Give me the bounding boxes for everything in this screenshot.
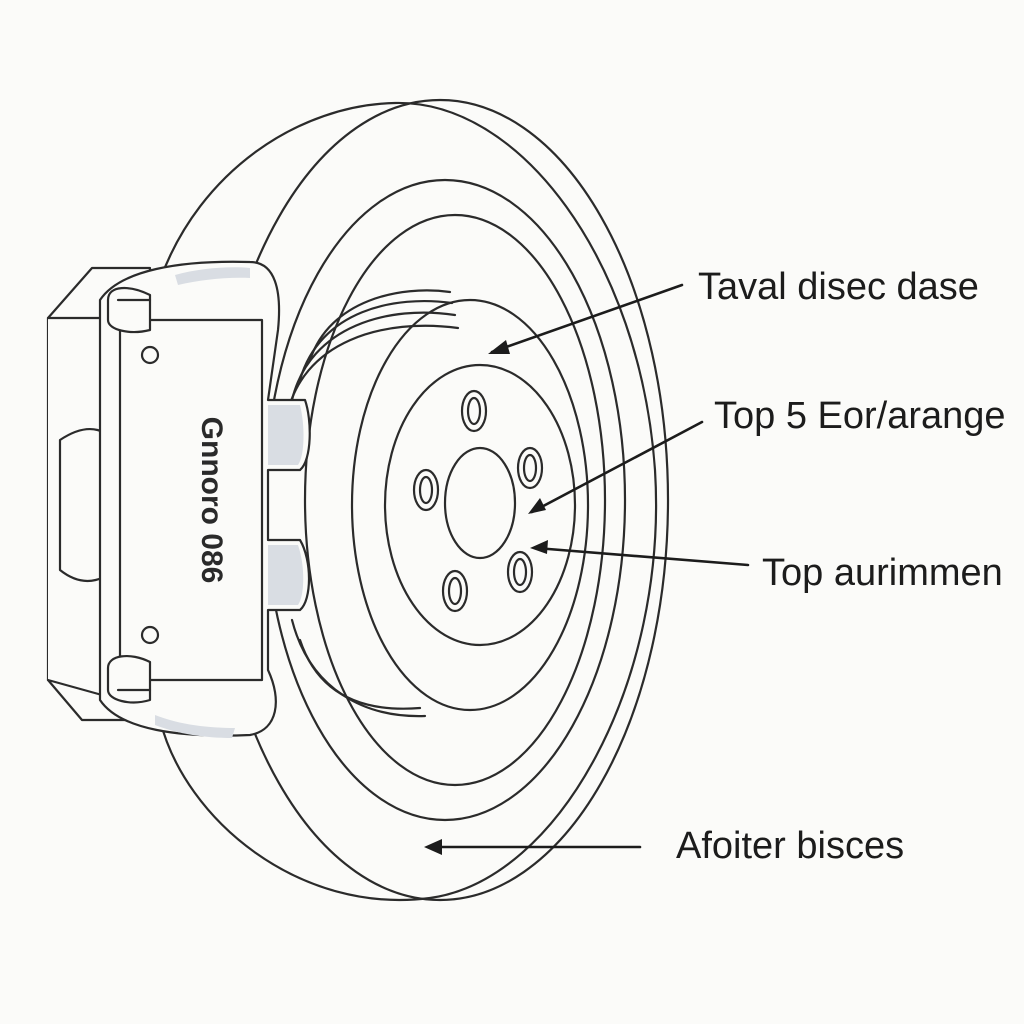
arrowheads (424, 340, 548, 855)
rotor-hat-rings (284, 289, 460, 718)
leader-line-3 (534, 546, 750, 567)
arrowhead-2 (528, 498, 546, 514)
rotor-outer-rim (210, 98, 670, 902)
rotor-friction-ring-inner (303, 213, 607, 787)
lug-hole (460, 389, 488, 433)
leader-line-2 (530, 420, 704, 514)
leader-lines (428, 283, 750, 849)
brake-caliper (46, 260, 311, 737)
arrowhead-4 (424, 839, 442, 855)
callout-label-rotor-rim: Afoiter bisces (676, 825, 904, 867)
center-bore (443, 446, 517, 560)
rotor-outer-rim-back (158, 101, 658, 901)
hub-face-outer (350, 298, 590, 712)
lug-hole (506, 550, 534, 594)
arrowhead-1 (488, 340, 510, 354)
hub-face-inner (383, 363, 577, 647)
callout-label-lug-holes: Top aurimmen (762, 552, 1003, 594)
arrowhead-3 (530, 540, 548, 554)
lug-hole (412, 468, 440, 512)
callout-label-disc-face: Taval disec dase (698, 266, 979, 308)
leader-line-1 (490, 283, 684, 354)
lug-hole (516, 446, 544, 490)
caliper-label: Gnnoro 086 (195, 417, 228, 584)
callout-label-hub-flange: Top 5 Eor/arange (714, 395, 1006, 437)
lug-holes (412, 389, 544, 613)
caliper-highlights (155, 267, 304, 738)
lug-hole (441, 569, 469, 613)
